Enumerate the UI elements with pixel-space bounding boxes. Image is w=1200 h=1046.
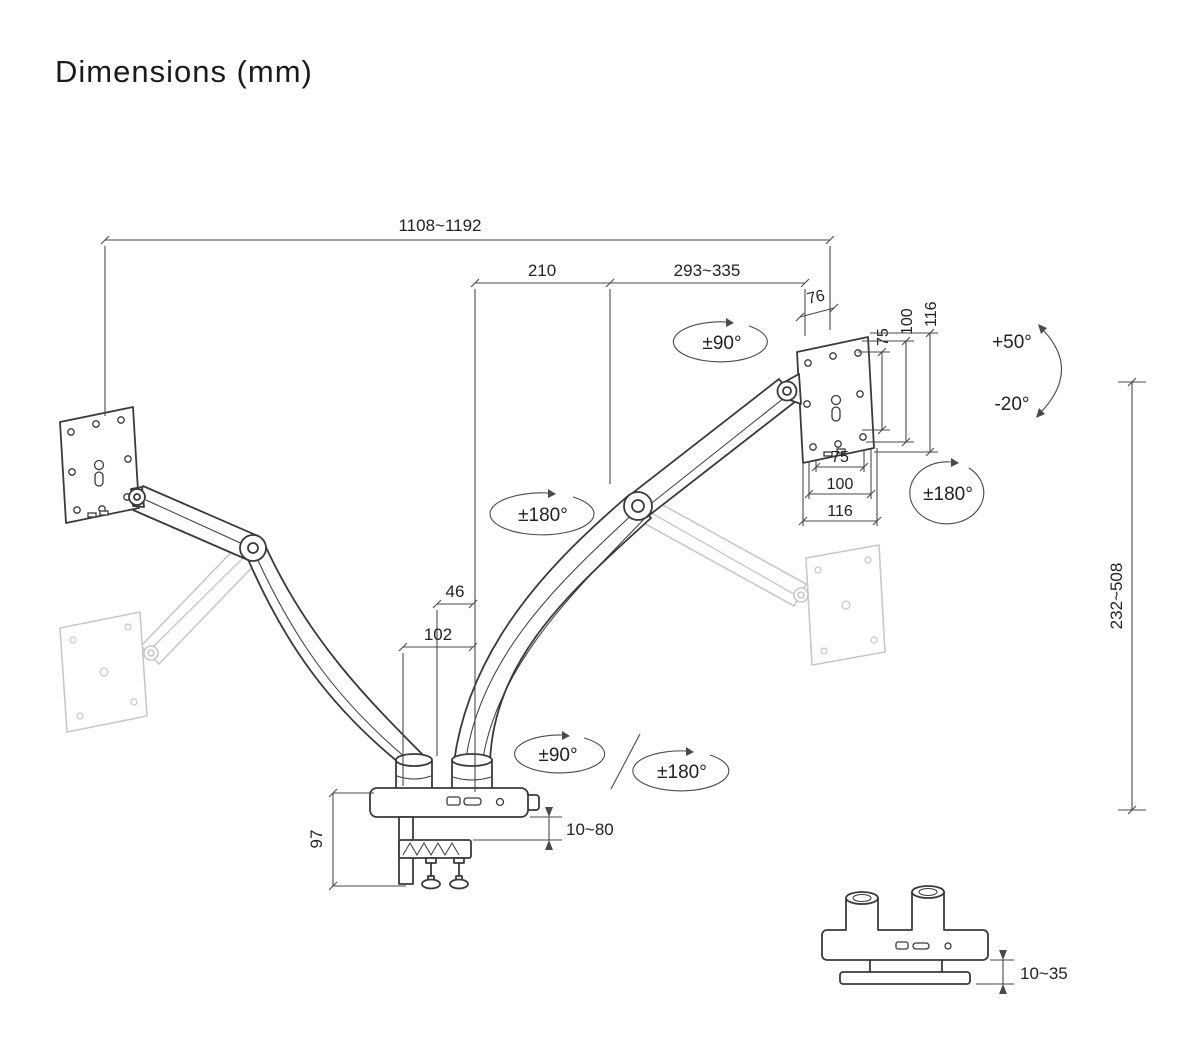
dim-label-vesa-bottom-116: 116 [827,503,853,520]
mount-poles [395,753,493,791]
right-upper-arm [629,378,797,518]
usb-port [895,941,909,950]
dim-vesa-top: 75 100 116 [858,301,940,457]
angle-annotations: ±90° +50° -20° ±180° ±180° ±90° [489,318,1063,792]
dim-label-vesa-top-100: 100 [899,308,916,335]
clamp-screw-handle [449,878,469,890]
angle-monitor-rotation: ±180° [909,458,985,525]
angle-label-head-rotation: ±90° [702,333,741,354]
dim-vesa-bottom: 75 100 116 [798,448,882,526]
angle-base-swivel: ±180° [632,747,730,792]
right-vesa-plate [796,336,875,464]
usb-port [463,797,482,806]
dim-label-outer-reach: 293~335 [674,261,741,280]
dim-height-range: 232~508 [1107,377,1146,815]
angle-arm-swivel: ±180° [489,489,595,536]
angle-base-rotation: ±90° [514,731,606,774]
dim-label-inner-reach: 210 [528,261,556,280]
dim-label-vesa-bottom-100: 100 [827,476,854,493]
dimension-annotations: 1108~1192 210 293~335 76 75 [100,216,1146,994]
dim-clamp-height: 97 [307,788,406,891]
usb-port [912,942,930,950]
dim-label-clamp-desk-range: 10~80 [566,820,614,839]
ghost-positions [59,493,886,733]
grommet-mount-view [821,885,989,985]
dim-pole-offset-small: 46 [432,582,478,756]
angle-head-rotation: ±90° [672,318,768,363]
dim-label-vesa-top-75: 75 [875,328,892,346]
clamp-screw-handle [421,878,441,890]
angle-label-tilt-up: +50° [992,332,1032,353]
angle-label-arm-swivel: ±180° [518,505,568,526]
dim-label-overall-width: 1108~1192 [398,216,481,235]
dim-label-clamp-height: 97 [307,830,326,849]
ghost-right-arm [630,493,807,607]
angle-divider-slash [610,733,641,790]
dim-label-pole-offset-small: 46 [446,582,465,601]
dim-head-depth: 76 [795,287,839,322]
angle-label-base-rotation: ±90° [538,745,577,766]
page-title: Dimensions (mm) [55,54,313,89]
dim-label-pole-offset-large: 102 [424,625,452,644]
dim-label-height-range: 232~508 [1107,563,1126,630]
angle-label-base-swivel: ±180° [657,762,707,783]
left-vesa-plate [59,406,140,524]
usb-port [446,796,461,806]
dim-overall-width: 1108~1192 [100,216,835,416]
angle-label-monitor-rotation: ±180° [923,484,973,505]
monitor-arm-drawing [59,336,875,890]
angle-label-tilt-down: -20° [994,394,1029,415]
dim-arm-reach: 210 293~335 [470,261,810,792]
grommet-clamp-bar [839,971,971,985]
dim-label-head-depth: 76 [805,287,826,308]
dim-clamp-desk-range: 10~80 [473,807,614,850]
dim-label-grommet-desk-range: 10~35 [1020,964,1068,983]
dim-label-vesa-top-116: 116 [923,301,940,327]
dim-pole-offset-large: 102 [398,625,478,786]
dim-grommet-desk-range: 10~35 [976,950,1068,994]
angle-tilt: +50° -20° [992,324,1063,418]
desk-clamp-base [369,787,540,890]
dim-label-vesa-bottom-75: 75 [831,449,849,466]
